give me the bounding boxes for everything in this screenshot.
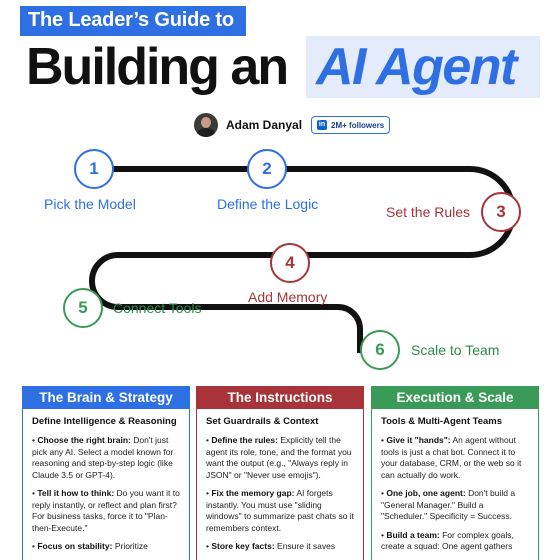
- list-item: • Focus on stability: Prioritize: [32, 541, 148, 551]
- step-2-marker[interactable]: 2: [247, 149, 287, 189]
- column-subtitle: Set Guardrails & Context: [206, 416, 319, 427]
- column-subtitle: Tools & Multi-Agent Teams: [381, 416, 503, 427]
- column-execution-scale: Execution & Scale Tools & Multi-Agent Te…: [371, 386, 539, 560]
- step-4-marker[interactable]: 4: [270, 243, 310, 283]
- step-2-number: 2: [262, 159, 272, 178]
- list-item: • Tell it how to think: Do you want it t…: [32, 488, 180, 533]
- list-item: • Give it "hands": An agent without tool…: [381, 435, 522, 480]
- list-item: • One job, one agent: Don't build a "Gen…: [381, 488, 516, 521]
- step-6-number: 6: [375, 340, 385, 359]
- column-title: Execution & Scale: [372, 387, 538, 409]
- column-title: The Instructions: [197, 387, 363, 409]
- avatar: [194, 113, 218, 137]
- step-4-label: Add Memory: [248, 289, 328, 305]
- linkedin-icon: in: [317, 120, 328, 130]
- step-6-label: Scale to Team: [411, 342, 500, 358]
- list-item: • Store key facts: Ensure it saves: [206, 541, 336, 551]
- step-3-marker[interactable]: 3: [481, 192, 521, 232]
- column-title: The Brain & Strategy: [23, 387, 189, 409]
- title-top-line: The Leader’s Guide to: [20, 6, 246, 36]
- step-1-label: Pick the Model: [44, 196, 136, 212]
- followers-count: 2M+ followers: [331, 120, 385, 130]
- author-byline: Adam Danyal in 2M+ followers: [194, 112, 391, 138]
- list-item: • Fix the memory gap: AI forgets instant…: [206, 488, 355, 533]
- author-name: Adam Danyal: [226, 118, 303, 132]
- step-5-label: Connect Tools: [113, 300, 202, 316]
- column-brain-strategy: The Brain & Strategy Define Intelligence…: [22, 386, 190, 560]
- step-5-marker[interactable]: 5: [63, 288, 103, 328]
- title-main-line: Building an: [26, 38, 289, 96]
- step-4-number: 4: [285, 253, 295, 272]
- step-5-number: 5: [78, 298, 88, 317]
- step-6-marker[interactable]: 6: [360, 330, 400, 370]
- list-item: • Build a team: For complex goals, creat…: [381, 529, 514, 552]
- step-3-label: Set the Rules: [386, 204, 471, 220]
- column-subtitle: Define Intelligence & Reasoning: [32, 416, 177, 427]
- list-item: • Choose the right brain: Don't just pic…: [32, 435, 174, 480]
- column-instructions: The Instructions Set Guardrails & Contex…: [196, 386, 364, 560]
- followers-badge[interactable]: in 2M+ followers: [311, 116, 391, 134]
- step-1-number: 1: [89, 159, 99, 178]
- step-3-number: 3: [496, 202, 506, 221]
- list-item: • Define the rules: Explicitly tell the …: [206, 435, 352, 480]
- step-2-label: Define the Logic: [217, 196, 319, 212]
- step-1-marker[interactable]: 1: [74, 149, 114, 189]
- title-highlight: AI Agent: [306, 36, 540, 98]
